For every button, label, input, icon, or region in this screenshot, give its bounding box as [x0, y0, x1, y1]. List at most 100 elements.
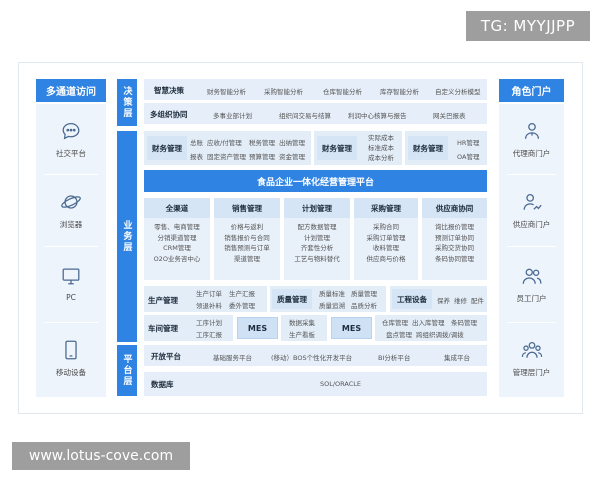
business-item: 销售报价与合同 — [224, 233, 270, 242]
finance-item: HR管理 — [457, 139, 480, 147]
platform-item: (移动）BOS个性化开发平台 — [271, 354, 353, 362]
quality-head: 质量管理 — [272, 289, 312, 309]
business-item: 询比报价管理 — [435, 223, 474, 231]
production-item: 领退补料 — [196, 302, 222, 310]
decision-row-1-head: 智慧决策 — [154, 86, 184, 95]
business-item: O2O业务咨中心 — [153, 254, 201, 263]
business-column-head: 采购管理 — [354, 198, 418, 218]
finance-item: 预算管理 — [249, 153, 275, 161]
divider — [44, 174, 98, 175]
monitor-icon — [60, 265, 82, 287]
entry-social: 社交平台 — [36, 120, 106, 159]
business-item: 价格与返利 — [230, 223, 264, 231]
entry-label: 供应商门户 — [512, 220, 551, 229]
divider — [507, 322, 556, 323]
finance-block-2-head: 财务管理 — [317, 136, 357, 160]
finance-item: 总账 — [190, 139, 203, 147]
decision-item: 多事业部计划 — [213, 112, 252, 120]
business-column-head: 销售管理 — [214, 198, 280, 218]
database-value: SOL/ORACLE — [320, 380, 362, 388]
decision-item: 仓库智能分析 — [323, 88, 362, 96]
person-icon — [521, 120, 543, 142]
decision-item: 利润中心核算与报告 — [348, 112, 407, 120]
entry-management-portal: 管理层门户 — [499, 339, 564, 378]
decision-item: 财务智能分析 — [207, 88, 246, 96]
layer-label-decision: 决策层 — [117, 79, 137, 126]
database-head: 数据库 — [151, 380, 174, 389]
mes-item: 出入库管理 — [412, 319, 445, 327]
business-column-head: 供应商协同 — [422, 198, 487, 218]
business-item: 渠道管理 — [234, 254, 260, 263]
finance-item: 实际成本 — [368, 134, 394, 142]
entry-label: 移动设备 — [56, 368, 86, 377]
business-column-head: 计划管理 — [284, 198, 350, 218]
finance-item: 固定资产管理 — [207, 153, 246, 161]
decision-item: 库存智能分析 — [380, 88, 419, 96]
entry-mobile: 移动设备 — [36, 339, 106, 378]
business-column: 全渠道 零售、电商管理 分销渠道管理 CRM管理 O2O业务咨中心 — [144, 198, 210, 280]
business-column: 销售管理 价格与返利 销售报价与合同 销售预测与订单 渠道管理 — [214, 198, 280, 280]
layer-label-business: 业务层 — [117, 131, 137, 342]
mobile-icon — [60, 339, 82, 361]
business-column: 计划管理 配方数据管理 计划管理 齐套性分析 工艺与物料替代 — [284, 198, 350, 280]
workshop-block — [144, 315, 233, 341]
business-item: 零售、电商管理 — [154, 223, 200, 231]
database-row — [144, 372, 487, 396]
finance-item: 税务管理 — [249, 139, 275, 147]
mes-block-2-items — [375, 315, 487, 341]
mes-block-1: MES — [237, 317, 278, 339]
mes-block-1-items — [281, 315, 327, 341]
finance-item: OA管理 — [457, 153, 480, 161]
decision-item: 组织间交易与结算 — [279, 112, 331, 120]
entry-agent-portal: 代理商门户 — [499, 120, 564, 159]
divider — [44, 322, 98, 323]
entry-pc: PC — [36, 265, 106, 302]
finance-item: 成本分析 — [368, 154, 394, 162]
finance-item: 报表 — [190, 153, 203, 161]
engineering-item: 配件 — [471, 297, 484, 305]
production-item: 生产汇报 — [229, 290, 255, 298]
entry-label: 管理层门户 — [512, 368, 551, 377]
people-icon — [521, 265, 543, 287]
business-item: 采购交货协同 — [435, 244, 474, 252]
open-platform-head: 开放平台 — [151, 352, 181, 361]
divider — [44, 246, 98, 247]
entry-label: PC — [66, 293, 76, 302]
right-column-panel: 代理商门户 供应商门户 员工门户 管理层门户 — [499, 104, 564, 397]
business-column: 供应商协同 询比报价管理 预测订单协同 采购交货协同 条码协同管理 — [422, 198, 487, 280]
decision-item: 采购智能分析 — [264, 88, 303, 96]
entry-browser: 浏览器 — [36, 191, 106, 230]
open-platform-row — [144, 345, 487, 366]
business-item: 分销渠道管理 — [157, 233, 197, 242]
business-item: 计划管理 — [304, 233, 330, 242]
workshop-item: 工序计划 — [196, 319, 222, 327]
watermark-bottom: www.lotus-cove.com — [12, 442, 190, 470]
finance-item: 应收/付管理 — [207, 139, 242, 147]
business-item: 供应商与价格 — [366, 254, 406, 263]
watermark-top: TG: MYYJJPP — [466, 11, 590, 41]
decision-item: 网关巴报表 — [433, 112, 466, 120]
business-item: CRM管理 — [163, 244, 191, 252]
person-growth-icon — [521, 191, 543, 213]
quality-item: 品质分析 — [351, 302, 377, 310]
entry-label: 浏览器 — [59, 220, 83, 229]
entry-label: 代理商门户 — [512, 149, 551, 158]
entry-label: 社交平台 — [56, 149, 86, 158]
engineering-head: 工程设备 — [392, 289, 432, 309]
workshop-head: 车间管理 — [148, 324, 178, 333]
mes-block-2: MES — [331, 317, 372, 339]
business-item: 收料管理 — [373, 244, 399, 252]
people-group-icon — [521, 339, 543, 361]
engineering-item: 保养 — [437, 297, 450, 305]
quality-item: 质量追溯 — [319, 302, 345, 310]
decision-item: 自定义分析模型 — [435, 88, 481, 96]
engineering-item: 维修 — [454, 297, 467, 305]
business-item: 采购合同 — [373, 223, 399, 231]
entry-employee-portal: 员工门户 — [499, 265, 564, 304]
mes-item: 数据采集 — [289, 319, 315, 327]
entry-label: 员工门户 — [516, 294, 547, 303]
mes-item: 生产看板 — [289, 331, 315, 339]
left-column-panel: 社交平台 浏览器 PC 移动设备 — [36, 104, 106, 397]
mes-item: 条码管理 — [451, 319, 477, 327]
right-column-title: 角色门户 — [499, 79, 564, 102]
